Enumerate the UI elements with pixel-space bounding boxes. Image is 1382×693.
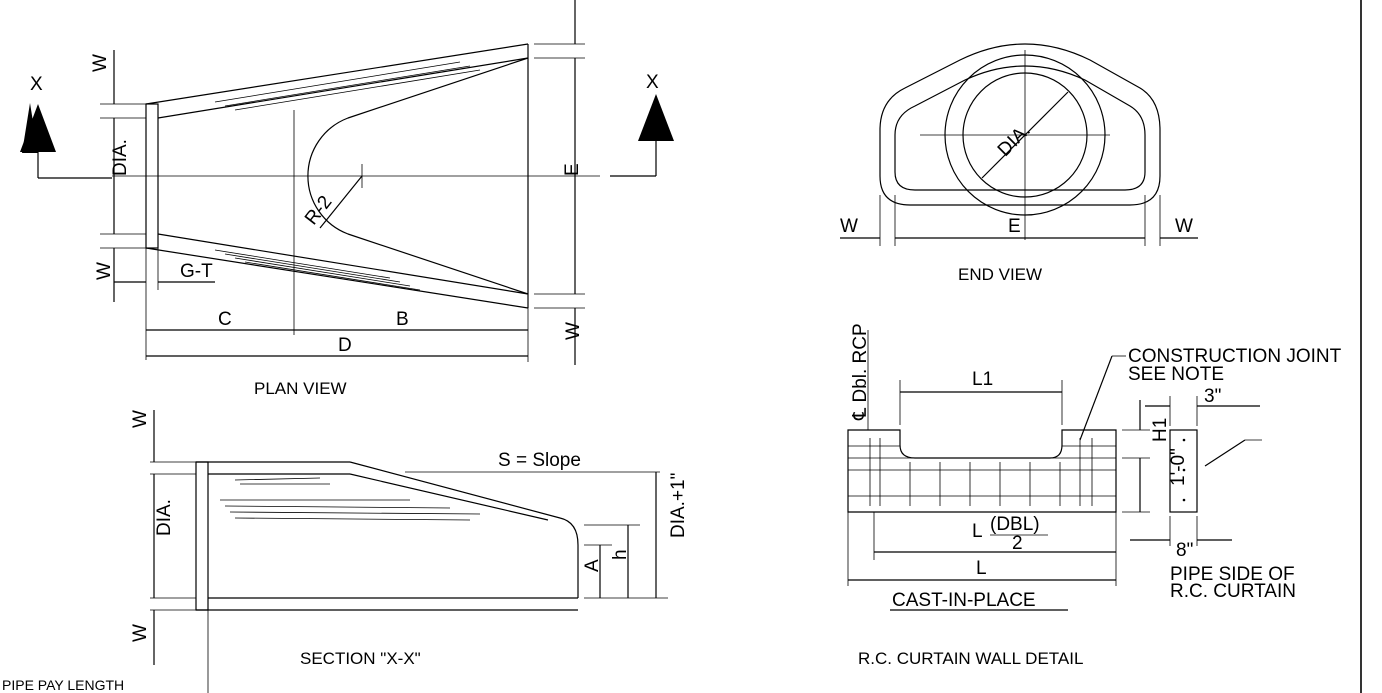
r2-label: R-2 — [301, 192, 336, 229]
pipe-side-2: R.C. CURTAIN — [1170, 581, 1296, 602]
l-dbl-label: L — [972, 521, 983, 542]
c-label: C — [218, 309, 232, 330]
plan-view-title: PLAN VIEW — [254, 379, 347, 398]
dia-label: DIA. — [110, 139, 131, 176]
x-label-left: X — [30, 74, 43, 95]
w-label-right: W — [563, 322, 584, 340]
d-label: D — [338, 335, 352, 356]
joint-label-2: SEE NOTE — [1128, 364, 1224, 385]
e-label: E — [562, 163, 583, 176]
l1-label: L1 — [972, 369, 993, 390]
pipe-pay-length: PIPE PAY LENGTH — [2, 677, 124, 693]
dbl-label: (DBL) — [990, 514, 1040, 535]
curtain-wall-title: R.C. CURTAIN WALL DETAIL — [858, 649, 1083, 668]
gt-label: G-T — [180, 261, 213, 282]
b-label: B — [396, 309, 409, 330]
two-label: 2 — [1012, 533, 1023, 554]
end-dia-label: DIA. — [994, 120, 1035, 161]
end-view: DIA. W E W END VIEW — [840, 43, 1198, 284]
sec-w-bottom: W — [130, 624, 151, 642]
end-view-title: END VIEW — [958, 265, 1042, 284]
plan-view: X X R-2 — [20, 0, 674, 398]
section-title: SECTION "X-X" — [300, 649, 421, 668]
w-label-bottom: W — [94, 262, 115, 280]
end-e-label: E — [1008, 216, 1021, 237]
section-arrow-right — [638, 94, 674, 141]
end-w-right: W — [1175, 216, 1193, 237]
section-view: W DIA. W PIPE PAY LENGTH S = Slope A h D… — [2, 410, 689, 693]
eight-inch-label: 8" — [1176, 540, 1193, 561]
h-label: h — [610, 549, 631, 560]
end-w-left: W — [840, 216, 858, 237]
pipe-side-1: PIPE SIDE OF — [1170, 564, 1295, 585]
curtain-wall-detail: ℄ Dbl. RCP L1 CONSTRUCTION JOINT SEE NOT… — [847, 323, 1342, 668]
h1-label: H1 — [1150, 418, 1171, 442]
cast-in-place: CAST-IN-PLACE — [892, 590, 1036, 611]
dia-plus-label: DIA.+1" — [668, 473, 689, 538]
x-label-right: X — [646, 72, 659, 93]
a-label: A — [582, 559, 603, 572]
one-foot-label: 1'-0" — [1168, 448, 1189, 486]
sec-dia: DIA. — [154, 499, 175, 536]
slope-label: S = Slope — [498, 450, 581, 471]
three-inch-label: 3" — [1204, 386, 1221, 407]
l-label: L — [976, 558, 987, 579]
cl-dbl-rcp: ℄ Dbl. RCP — [850, 323, 871, 421]
sec-w-top: W — [130, 410, 151, 428]
w-label-top: W — [90, 54, 111, 72]
section-arrow-left-head — [20, 104, 56, 152]
joint-label-1: CONSTRUCTION JOINT — [1128, 346, 1342, 367]
